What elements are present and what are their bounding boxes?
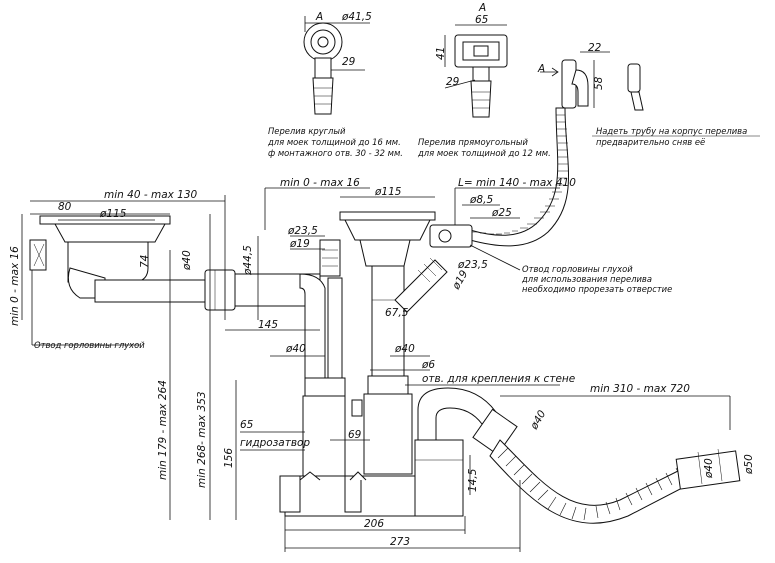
label-58: 58 xyxy=(593,76,605,90)
label-d41-5: ø41,5 xyxy=(341,11,372,23)
label-d40-end: ø40 xyxy=(703,458,715,479)
note-rect-1: Перелив прямоугольный xyxy=(418,137,528,147)
label-d6: ø6 xyxy=(421,359,435,371)
note-round-3: ф монтажного отв. 30 - 32 мм. xyxy=(268,148,403,158)
label-29-round: 29 xyxy=(342,56,356,68)
label-blind-outlet: Отвод горловины глухой xyxy=(34,340,145,350)
outlet-note-1: Отвод горловины глухой xyxy=(522,264,633,274)
label-41: 41 xyxy=(435,47,447,60)
label-29-rect: 29 xyxy=(446,76,460,88)
label-22: 22 xyxy=(588,42,602,54)
label-14-5: 14,5 xyxy=(467,468,479,492)
note-rect-2: для моек толщиной до 12 мм. xyxy=(417,148,551,158)
outlet-corrugated-hose xyxy=(489,439,741,524)
dimension-lines xyxy=(21,187,731,552)
label-d50: ø50 xyxy=(743,454,755,475)
label-74: 74 xyxy=(139,255,151,268)
label-d115-left: ø115 xyxy=(99,208,127,220)
bottom-manifold xyxy=(279,439,464,517)
label-d40-mid1: ø40 xyxy=(285,343,306,355)
label-min0-max16-left: min 0 - max 16 xyxy=(9,246,21,326)
label-65-top: 65 xyxy=(475,14,489,26)
label-d19: ø19 xyxy=(289,238,310,250)
label-d19-slant: ø19 xyxy=(450,268,471,292)
label-min0-max16-top: min 0 - max 16 xyxy=(280,177,360,189)
left-standpipe xyxy=(299,239,363,477)
left-drain xyxy=(29,215,321,311)
label-d25: ø25 xyxy=(491,207,512,219)
label-min40-max130: min 40 - max 130 xyxy=(104,189,198,201)
note-round-1: Перелив круглый xyxy=(268,126,346,136)
label-d115-mid: ø115 xyxy=(374,186,402,198)
label-67-5: 67,5 xyxy=(385,307,409,319)
label-d40-left: ø40 xyxy=(181,250,193,271)
label-d8-5: ø8,5 xyxy=(469,194,493,206)
note-tube-1: Надеть трубу на корпус перелива xyxy=(596,126,747,136)
label-d23-5-left: ø23,5 xyxy=(287,225,318,237)
label-d40-mid2: ø40 xyxy=(394,343,415,355)
label-min179-max264: min 179 - max 264 xyxy=(157,380,169,480)
label-min310-max720: min 310 - max 720 xyxy=(590,383,690,395)
label-d40-right: ø40 xyxy=(528,408,549,432)
overflow-outlet xyxy=(429,224,473,248)
outlet-note-2: для использования перелива xyxy=(521,274,652,284)
label-min268-max353: min 268- max 353 xyxy=(196,391,208,488)
label-A-rect: A xyxy=(478,2,486,14)
rect-overflow xyxy=(444,24,508,118)
outlet-elbow xyxy=(417,387,518,456)
label-A-round: A xyxy=(315,11,323,23)
overflow-elbow xyxy=(540,51,644,111)
label-hydroseal: гидрозатвор xyxy=(240,437,310,449)
slanted-branch xyxy=(394,257,448,313)
label-d44-5: ø44,5 xyxy=(242,245,254,276)
label-145: 145 xyxy=(258,319,278,331)
label-206: 206 xyxy=(364,518,384,530)
note-round-2: для моек толщиной до 16 мм. xyxy=(267,137,401,147)
label-d23-5-right: ø23,5 xyxy=(457,259,488,271)
label-L-min140-max410: L= min 140 - max 410 xyxy=(458,177,576,189)
label-80: 80 xyxy=(58,201,72,213)
outlet-note-3: необходимо прорезать отверстие xyxy=(522,284,672,294)
label-69: 69 xyxy=(348,429,362,441)
round-overflow xyxy=(303,16,370,115)
middle-drain xyxy=(339,211,436,475)
note-tube-2: предварительно сняв её xyxy=(596,137,705,147)
label-65-bottom: 65 xyxy=(240,419,254,431)
label-273: 273 xyxy=(390,536,410,548)
label-wall-mount: отв. для крепления к стене xyxy=(422,373,575,385)
label-156: 156 xyxy=(223,448,235,468)
label-A-arrow: A xyxy=(537,63,545,75)
